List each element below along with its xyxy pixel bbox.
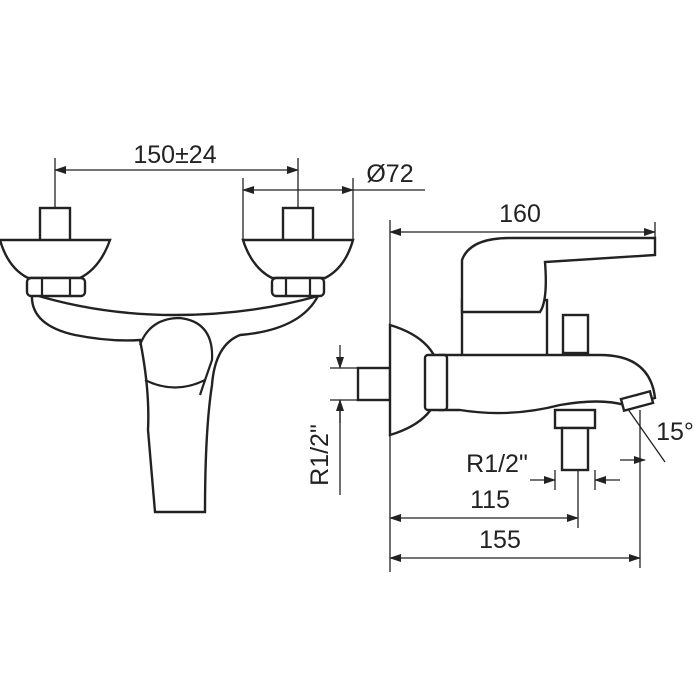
diverter-button [561,313,590,355]
inlet-thread-label: R1/2" [306,424,334,486]
aerator [619,389,655,413]
left-flange [0,238,112,280]
spout [438,353,657,415]
inlet-pipe [356,366,392,402]
flange-diameter-label: Ø72 [366,160,413,188]
outlet-distance-label: 115 [470,486,510,514]
side-view [330,220,666,572]
right-nut [270,276,326,298]
spacing-label: 150±24 [133,141,216,169]
outlet-thread-label: R1/2" [466,450,528,478]
outlet-stem [560,426,590,472]
angle-label: 15° [656,418,694,446]
front-view [0,158,425,514]
body-nut [423,353,449,412]
outlet-nut [553,408,597,430]
mixer-body [30,292,321,514]
projection-label: 155 [479,526,521,554]
lever-handle [460,236,657,314]
length-label: 160 [499,200,541,228]
left-nut [25,276,87,298]
right-flange [241,238,355,280]
